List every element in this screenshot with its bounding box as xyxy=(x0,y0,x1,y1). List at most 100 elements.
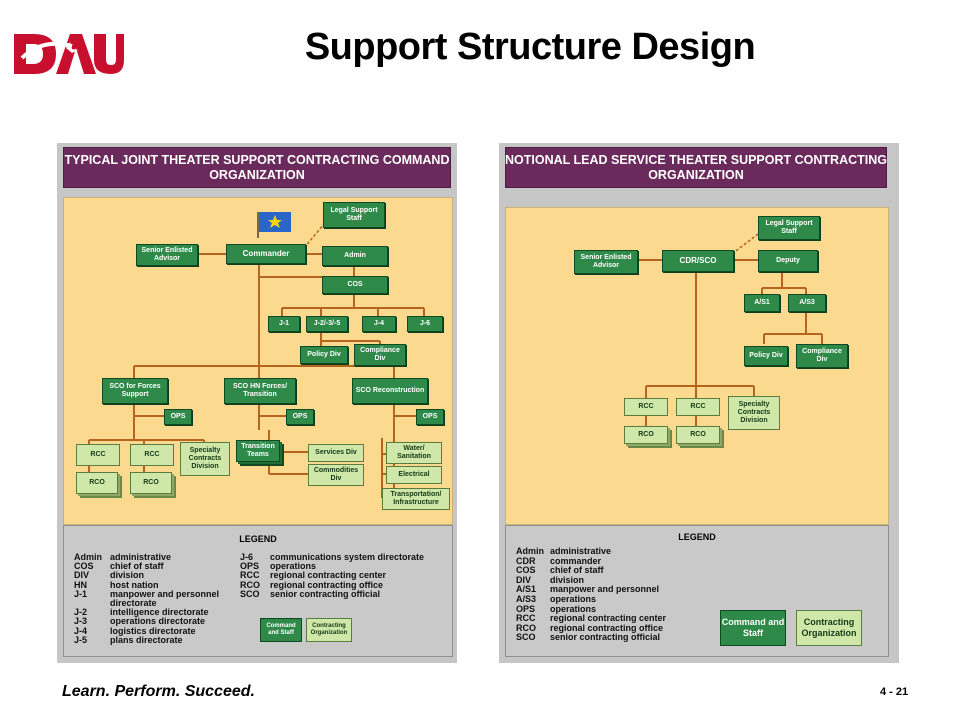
right-deputy[interactable]: Deputy xyxy=(758,250,818,272)
left-rcc-2[interactable]: RCC xyxy=(130,444,174,466)
left-rco-2[interactable]: RCO xyxy=(130,472,172,494)
left-ops-1[interactable]: OPS xyxy=(164,409,192,425)
left-commander[interactable]: Commander xyxy=(226,244,306,264)
right-cdr-sco[interactable]: CDR/SCO xyxy=(662,250,734,272)
right-as1[interactable]: A/S1 xyxy=(744,294,780,312)
left-j1-label: J-1 xyxy=(278,320,290,327)
legend-definition: senior contracting official xyxy=(550,632,661,643)
left-transition-teams-label: Transition Teams xyxy=(241,443,275,458)
right-as1-label: A/S1 xyxy=(754,299,770,306)
legend-definition: directorate xyxy=(110,598,157,608)
left-rco-1-label: RCO xyxy=(89,479,105,486)
left-legend-title: LEGEND xyxy=(239,534,277,544)
legend-definition: regional contracting center xyxy=(550,613,667,624)
left-water-sanitation[interactable]: Water/ Sanitation xyxy=(386,442,442,464)
right-compliance-div-label: Compliance Div xyxy=(802,348,842,363)
legend-abbreviation: OPS xyxy=(240,561,260,572)
left-electrical-label: Electrical xyxy=(398,471,430,478)
right-rco-2[interactable]: RCO xyxy=(676,426,720,444)
left-j6[interactable]: J-6 xyxy=(407,316,443,332)
left-rco-1[interactable]: RCO xyxy=(76,472,118,494)
legend-abbreviation: RCO xyxy=(516,622,536,633)
legend-abbreviation: SCO xyxy=(240,588,260,599)
right-senior-enlisted[interactable]: Senior Enlisted Advisor xyxy=(574,250,638,274)
left-specialty-contracts-label: Specialty Contracts Division xyxy=(188,447,222,470)
right-rcc-2[interactable]: RCC xyxy=(676,398,720,416)
right-rcc-1[interactable]: RCC xyxy=(624,398,668,416)
left-policy-div[interactable]: Policy Div xyxy=(300,346,348,364)
left-j235[interactable]: J-2/-3/-5 xyxy=(306,316,348,332)
left-admin[interactable]: Admin xyxy=(322,246,388,266)
left-sco-hn[interactable]: SCO HN Forces/ Transition xyxy=(224,378,296,404)
legend-definition: regional contracting center xyxy=(270,570,387,581)
left-sco-recon[interactable]: SCO Reconstruction xyxy=(352,378,428,404)
legend-abbreviation: SCO xyxy=(516,632,536,643)
left-ops-3-label: OPS xyxy=(422,413,438,420)
left-legal-support-label: Legal Support Staff xyxy=(330,207,378,222)
left-commodities-div-label: Commodities Div xyxy=(313,467,359,482)
right-key-command-label: Command and Staff xyxy=(721,617,785,638)
right-legend-key-contracting: Contracting Organization xyxy=(796,610,862,646)
legend-abbreviation: J-2 xyxy=(74,607,88,618)
right-rcc-1-label: RCC xyxy=(638,403,654,410)
left-water-sanitation-label: Water/ Sanitation xyxy=(397,445,431,460)
left-commodities-div[interactable]: Commodities Div xyxy=(308,464,364,486)
left-rcc-2-label: RCC xyxy=(144,451,160,458)
left-panel-title-text: TYPICAL JOINT THEATER SUPPORT CONTRACTIN… xyxy=(64,153,450,182)
right-connector-lines xyxy=(636,233,823,426)
right-legal-support[interactable]: Legal Support Staff xyxy=(758,216,820,240)
left-rcc-1[interactable]: RCC xyxy=(76,444,120,466)
legend-definition: regional contracting office xyxy=(270,579,384,590)
legend-definition: plans directorate xyxy=(110,634,183,645)
legend-row: directorate xyxy=(74,598,157,608)
left-j4[interactable]: J-4 xyxy=(362,316,396,332)
left-cos[interactable]: COS xyxy=(322,276,388,294)
right-rcc-2-label: RCC xyxy=(690,403,706,410)
left-policy-div-label: Policy Div xyxy=(307,351,341,358)
left-cos-label: COS xyxy=(347,281,363,288)
right-specialty-contracts[interactable]: Specialty Contracts Division xyxy=(728,396,780,430)
right-policy-div-label: Policy Div xyxy=(749,352,783,359)
legend-definition: regional contracting office xyxy=(550,622,664,633)
left-ops-2[interactable]: OPS xyxy=(286,409,314,425)
left-j6-label: J-6 xyxy=(419,320,431,327)
left-transition-teams[interactable]: Transition Teams xyxy=(236,440,280,462)
left-j1[interactable]: J-1 xyxy=(268,316,300,332)
left-ops-3[interactable]: OPS xyxy=(416,409,444,425)
right-as3[interactable]: A/S3 xyxy=(788,294,826,312)
legend-definition: administrative xyxy=(550,546,612,556)
left-legal-support[interactable]: Legal Support Staff xyxy=(323,202,385,228)
right-panel-title: NOTIONAL LEAD SERVICE THEATER SUPPORT CO… xyxy=(505,147,887,188)
left-compliance-div[interactable]: Compliance Div xyxy=(354,344,406,366)
left-services-div[interactable]: Services Div xyxy=(308,444,364,462)
left-senior-enlisted[interactable]: Senior Enlisted Advisor xyxy=(136,244,198,266)
left-services-div-label: Services Div xyxy=(315,449,357,456)
left-electrical[interactable]: Electrical xyxy=(386,466,442,484)
right-rco-1[interactable]: RCO xyxy=(624,426,668,444)
right-policy-div[interactable]: Policy Div xyxy=(744,346,788,366)
left-sco-forces[interactable]: SCO for Forces Support xyxy=(102,378,168,404)
left-legend-key-contracting: Contracting Organization xyxy=(306,618,352,642)
left-rco-2-label: RCO xyxy=(143,479,159,486)
legend-definition: logistics directorate xyxy=(110,625,196,636)
left-specialty-contracts[interactable]: Specialty Contracts Division xyxy=(180,442,230,476)
left-transportation[interactable]: Transportation/ Infrastructure xyxy=(382,488,450,510)
right-legal-support-label: Legal Support Staff xyxy=(765,220,813,235)
left-sco-forces-label: SCO for Forces Support xyxy=(109,383,161,398)
right-key-contracting-label: Contracting Organization xyxy=(801,617,857,638)
right-compliance-div[interactable]: Compliance Div xyxy=(796,344,848,368)
right-panel-title-text: NOTIONAL LEAD SERVICE THEATER SUPPORT CO… xyxy=(505,153,887,182)
left-senior-enlisted-label: Senior Enlisted Advisor xyxy=(141,247,193,262)
